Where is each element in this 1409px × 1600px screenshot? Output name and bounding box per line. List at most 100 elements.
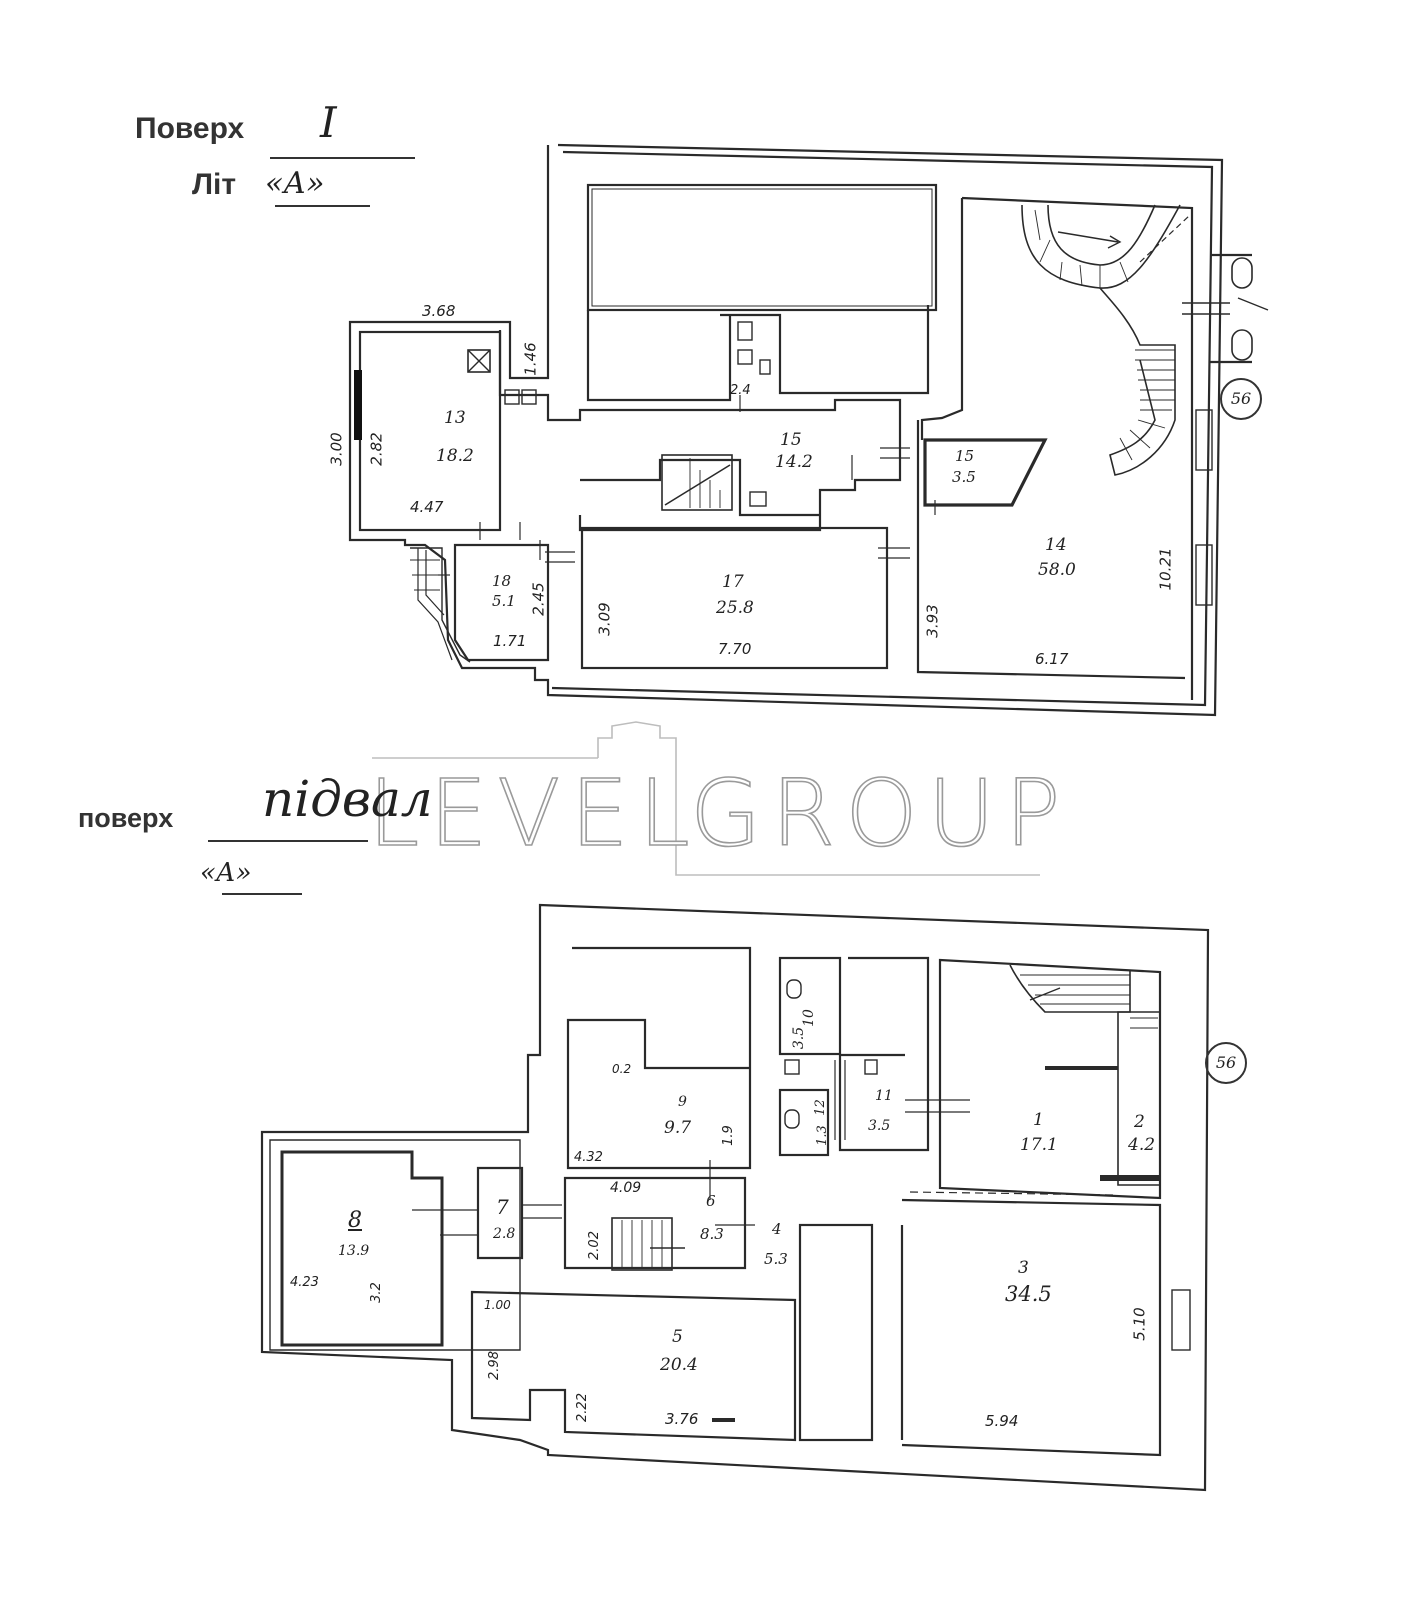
basement-building-number-badge: 56 <box>1205 1042 1247 1084</box>
basement-dim: 4.32 <box>574 1150 603 1165</box>
floor1-lit-underline <box>275 205 370 207</box>
basement-room-8 <box>280 1150 444 1347</box>
floor1-store-upper <box>586 183 938 312</box>
basement-room-4-area: 5.3 <box>764 1250 788 1268</box>
floor1-dim: 1.71 <box>493 632 527 650</box>
basement-dim: 3.76 <box>665 1410 699 1428</box>
floor1-room-15b-num: 15 <box>955 447 975 465</box>
basement-room-12 <box>778 1088 830 1157</box>
floor1-room-17-num: 17 <box>722 572 744 592</box>
basement-dim: 3.2 <box>368 1282 384 1303</box>
basement-room-4 <box>798 1223 874 1442</box>
basement-room-3-num: 3 <box>1018 1258 1029 1278</box>
floor1-small-stair <box>661 454 733 511</box>
basement-floor-value: підвал <box>262 770 433 828</box>
floor1-stair-wall <box>920 198 964 440</box>
basement-room-11-num: 11 <box>875 1088 893 1104</box>
floor1-lit-label: Літ <box>192 168 237 201</box>
basement-floor-underline <box>208 840 368 842</box>
basement-room-3-area: 34.5 <box>1005 1282 1052 1306</box>
floor1-room-13-area: 18.2 <box>436 446 474 466</box>
floor1-room-17 <box>580 526 889 670</box>
floor1-room-15-num: 15 <box>780 430 802 450</box>
basement-room-6-num: 6 <box>706 1192 716 1210</box>
floor1-dim: 7.70 <box>718 640 752 658</box>
basement-dim: 2.02 <box>586 1231 602 1260</box>
floor1-dim: 3.00 <box>327 432 346 466</box>
floor1-dim: 2.45 <box>529 582 548 616</box>
floor1-building-number-badge: 56 <box>1220 378 1262 420</box>
floor1-inner-outline <box>551 150 1214 707</box>
basement-room-3 <box>901 1198 1162 1457</box>
basement-plan <box>260 903 1210 1492</box>
basement-corridor-6 <box>563 1176 747 1270</box>
basement-floor-label: поверх <box>78 803 174 833</box>
watermark-group: GROUP <box>689 759 1071 868</box>
basement-room-8-area: 13.9 <box>338 1243 370 1259</box>
floor1-plan <box>348 143 1269 717</box>
basement-room-11 <box>838 956 930 1152</box>
basement-room-7-num: 7 <box>496 1195 509 1219</box>
basement-dim: 1.00 <box>484 1298 511 1312</box>
floor1-corridor-15 <box>498 330 902 532</box>
basement-room-12-area: 1.3 <box>814 1125 830 1146</box>
basement-room-9-num: 9 <box>678 1094 687 1110</box>
basement-outer-wall <box>260 903 1210 1492</box>
basement-room-1-area: 17.1 <box>1020 1135 1058 1155</box>
basement-room-7 <box>476 1166 524 1260</box>
basement-dim: 0.2 <box>612 1062 632 1076</box>
floor1-dim: 3.93 <box>923 604 942 638</box>
basement-room-5-num: 5 <box>672 1327 683 1347</box>
floor1-room-14-num: 14 <box>1045 535 1067 555</box>
basement-room-10-area: 3.5 <box>791 1026 808 1050</box>
basement-room-10 <box>778 956 842 1056</box>
basement-stair-6 <box>611 1217 673 1271</box>
floor1-dim: 3.09 <box>595 602 614 636</box>
floor1-room-17-area: 25.8 <box>716 598 754 618</box>
floor1-room-18-area: 5.1 <box>492 592 516 610</box>
basement-room-9 <box>566 946 752 1170</box>
floor1-store-lower <box>586 310 732 402</box>
basement-lit-underline <box>222 893 302 895</box>
floor1-outer-wall <box>348 143 1224 717</box>
floor1-floor-label: Поверх <box>135 112 245 145</box>
floor1-room-13-num: 13 <box>444 408 466 428</box>
basement-room-2-area: 4.2 <box>1128 1135 1156 1155</box>
floor1-wc <box>720 305 930 395</box>
floor1-dim: 10.21 <box>1156 547 1175 591</box>
floor1-room-18 <box>453 543 550 662</box>
basement-dim: 1.9 <box>720 1125 736 1146</box>
basement-room-6-area: 8.3 <box>700 1225 724 1243</box>
basement-room-7-area: 2.8 <box>493 1226 516 1242</box>
basement-room-1-num: 1 <box>1033 1110 1044 1130</box>
basement-room-2-num: 2 <box>1134 1112 1145 1132</box>
floor1-floor-value: I <box>320 98 337 147</box>
basement-room-9-area: 9.7 <box>664 1118 692 1138</box>
basement-room-12-num: 12 <box>812 1099 828 1116</box>
basement-room-1 <box>938 958 1162 1200</box>
basement-dim: 4.23 <box>290 1275 319 1290</box>
floor1-room-3.5 <box>923 438 1048 507</box>
floor1-dim: 2.4 <box>730 383 751 398</box>
basement-room-10-num: 10 <box>800 1009 817 1027</box>
floor1-room-15b-area: 3.5 <box>952 468 976 486</box>
basement-dim: 5.10 <box>1130 1307 1149 1341</box>
basement-dim: 2.98 <box>486 1351 502 1380</box>
basement-dim: 5.94 <box>985 1412 1019 1430</box>
basement-lit-value: «А» <box>200 858 252 888</box>
watermark-level: LEVEL <box>367 759 700 868</box>
floor1-dim: 3.68 <box>422 302 456 320</box>
floor1-lit-value: «А» <box>265 166 325 201</box>
floor1-dim: 6.17 <box>1035 650 1069 668</box>
basement-room-2 <box>1117 1011 1161 1186</box>
floor1-dim: 4.47 <box>410 498 444 516</box>
floor1-room-14 <box>916 420 1186 680</box>
basement-room-8-num: 8 <box>348 1208 362 1233</box>
basement-dim: 2.22 <box>574 1393 590 1422</box>
floor1-dim: 2.82 <box>367 432 386 466</box>
basement-room-11-area: 3.5 <box>868 1118 891 1134</box>
floor1-floor-underline <box>270 157 415 159</box>
basement-dim: 4.09 <box>610 1180 642 1196</box>
floor1-room-14-area: 58.0 <box>1038 560 1076 580</box>
